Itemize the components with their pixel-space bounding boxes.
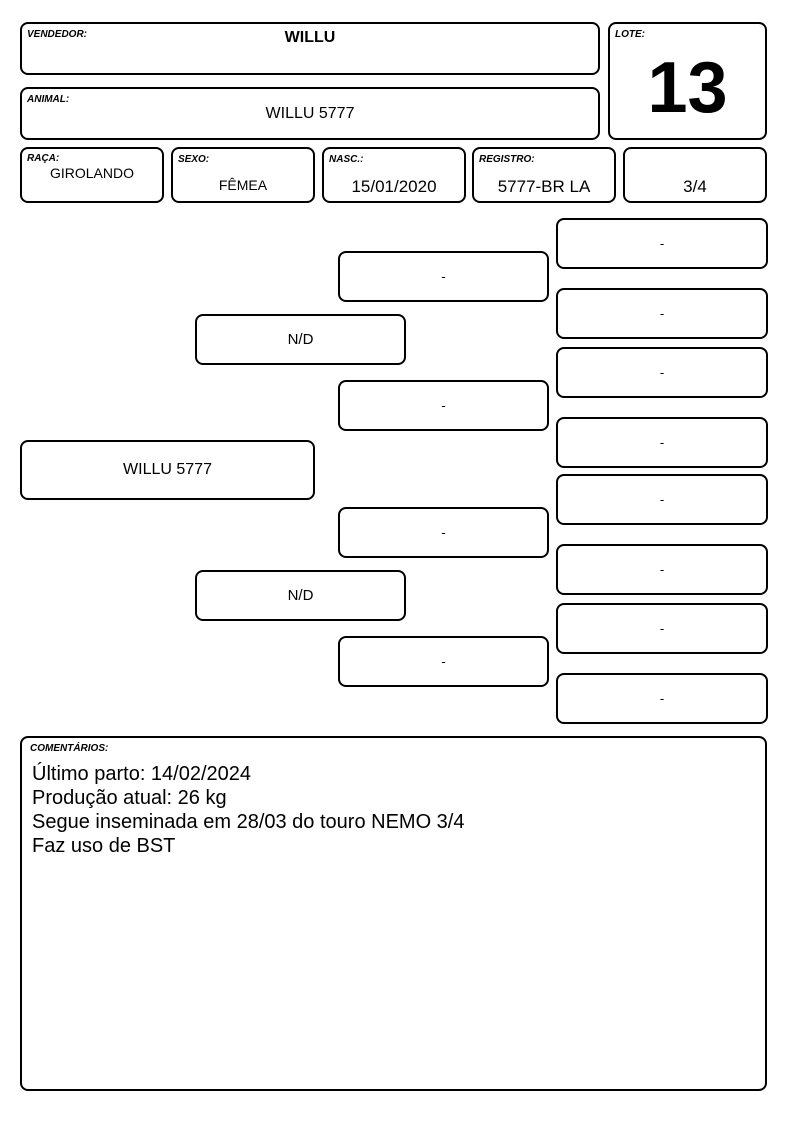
pedigree-parent-1: N/D	[195, 314, 406, 365]
pedigree-great-grandparent-5: -	[556, 474, 768, 525]
pedigree-grandparent-3: -	[338, 507, 549, 558]
comment-line: Produção atual: 26 kg	[32, 787, 227, 809]
animal-label: ANIMAL:	[27, 94, 70, 105]
comments-text: Último parto: 14/02/2024 Produção atual:…	[32, 762, 464, 858]
pedigree-great-grandparent-8: -	[556, 673, 768, 724]
vendedor-value: WILLU	[284, 29, 336, 46]
sexo-value: FÊMEA	[218, 177, 268, 193]
pedigree-great-grandparent-2: -	[556, 288, 768, 339]
nasc-value: 15/01/2020	[351, 177, 437, 196]
raca-box: RAÇA: GIROLANDO	[20, 147, 164, 203]
pedigree-great-grandparent-3: -	[556, 347, 768, 398]
vendedor-label: VENDEDOR:	[27, 29, 88, 40]
nasc-box: NASC.: 15/01/2020	[322, 147, 466, 203]
registro-value: 5777-BR LA	[497, 177, 591, 196]
pedigree-self: WILLU 5777	[20, 440, 315, 500]
pedigree-great-grandparent-1: -	[556, 218, 768, 269]
nasc-label: NASC.:	[329, 154, 364, 165]
raca-label: RAÇA:	[27, 153, 60, 164]
comment-line: Faz uso de BST	[32, 835, 176, 857]
lote-value: 13	[647, 48, 728, 128]
grau-box: 3/4	[623, 147, 767, 203]
pedigree-grandparent-4: -	[338, 636, 549, 687]
comments-box: COMENTÁRIOS: Último parto: 14/02/2024 Pr…	[20, 736, 767, 1091]
comment-line: Último parto: 14/02/2024	[32, 763, 252, 785]
comments-label: COMENTÁRIOS:	[30, 743, 109, 754]
lote-box: LOTE: 13	[608, 22, 767, 140]
sexo-box: SEXO: FÊMEA	[171, 147, 315, 203]
registro-box: REGISTRO: 5777-BR LA	[472, 147, 616, 203]
pedigree-great-grandparent-4: -	[556, 417, 768, 468]
animal-box: ANIMAL: WILLU 5777	[20, 87, 600, 140]
registro-label: REGISTRO:	[479, 154, 535, 165]
animal-value: WILLU 5777	[265, 105, 355, 122]
grau-value: 3/4	[683, 177, 707, 196]
comment-line: Segue inseminada em 28/03 do touro NEMO …	[32, 811, 465, 833]
sexo-label: SEXO:	[178, 154, 210, 165]
lote-label: LOTE:	[615, 29, 645, 40]
pedigree-parent-2: N/D	[195, 570, 406, 621]
pedigree-grandparent-1: -	[338, 251, 549, 302]
pedigree-great-grandparent-6: -	[556, 544, 768, 595]
raca-value: GIROLANDO	[49, 165, 134, 181]
pedigree-grandparent-2: -	[338, 380, 549, 431]
vendedor-box: VENDEDOR: WILLU	[20, 22, 600, 75]
pedigree-great-grandparent-7: -	[556, 603, 768, 654]
